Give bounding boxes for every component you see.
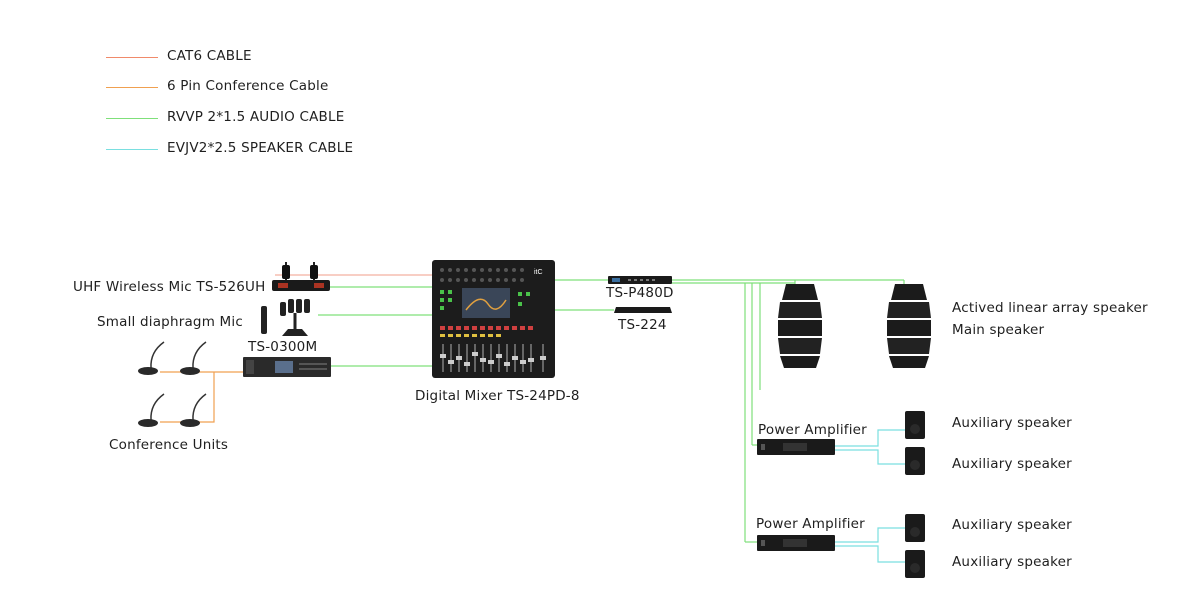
conference-label: Conference Units bbox=[109, 437, 229, 453]
conference-unit-1 bbox=[138, 341, 165, 375]
mixer-label: Digital Mixer TS-24PD-8 bbox=[415, 388, 580, 404]
speaker-cable-aux1 bbox=[835, 429, 905, 447]
legend-swatch-audio-cable bbox=[106, 118, 158, 119]
small-diaphragm-mic bbox=[261, 299, 310, 336]
aux-label-2: Auxiliary speaker bbox=[952, 456, 1072, 472]
uhf-wireless-receiver bbox=[272, 262, 330, 291]
ts-p480d-unit bbox=[608, 276, 672, 284]
conference-unit-4 bbox=[180, 393, 207, 427]
legend-swatch-speaker-cable bbox=[106, 149, 158, 150]
p480d-label: TS-P480D bbox=[606, 285, 674, 301]
mixer-logo: itC bbox=[534, 269, 543, 276]
conference-unit-2 bbox=[180, 341, 207, 375]
digital-mixer: itC bbox=[432, 260, 555, 378]
main-speaker-label-2: Main speaker bbox=[952, 322, 1045, 338]
legend-label-speaker-cable: EVJV2*2.5 SPEAKER CABLE bbox=[167, 140, 354, 156]
aux-label-1: Auxiliary speaker bbox=[952, 415, 1072, 431]
conference-unit-3 bbox=[138, 393, 165, 427]
legend-label-conference-cable: 6 Pin Conference Cable bbox=[167, 78, 329, 94]
amp1-label: Power Amplifier bbox=[758, 422, 867, 438]
line-array-speaker-2 bbox=[887, 284, 931, 368]
power-amplifier-1 bbox=[757, 439, 835, 455]
ts224-label: TS-224 bbox=[618, 317, 667, 333]
aux-label-4: Auxiliary speaker bbox=[952, 554, 1072, 570]
ts-224-unit bbox=[614, 307, 672, 313]
aux-speaker-2 bbox=[905, 447, 925, 475]
line-array-speaker-1 bbox=[778, 284, 822, 368]
power-amplifier-2 bbox=[757, 535, 835, 551]
amp2-label: Power Amplifier bbox=[756, 516, 865, 532]
conference-cable-2 bbox=[196, 372, 215, 423]
aux-speaker-4 bbox=[905, 550, 925, 578]
aux-speaker-1 bbox=[905, 411, 925, 439]
speaker-cable-aux2 bbox=[835, 449, 905, 465]
legend-swatch-cat6 bbox=[106, 57, 158, 58]
ts0300m-label: TS-0300M bbox=[248, 339, 318, 355]
speaker-cable-aux4 bbox=[835, 545, 905, 563]
aux-speaker-3 bbox=[905, 514, 925, 542]
legend-swatch-conference-cable bbox=[106, 87, 158, 88]
legend-label-cat6: CAT6 CABLE bbox=[167, 48, 252, 64]
ts0300m-unit bbox=[243, 357, 331, 377]
speaker-cable-aux3 bbox=[835, 527, 905, 543]
small-mic-label: Small diaphragm Mic bbox=[97, 314, 243, 330]
legend-label-audio-cable: RVVP 2*1.5 AUDIO CABLE bbox=[167, 109, 345, 125]
aux-label-3: Auxiliary speaker bbox=[952, 517, 1072, 533]
main-speaker-label-1: Actived linear array speaker bbox=[952, 300, 1148, 316]
uhf-mic-label: UHF Wireless Mic TS-526UH bbox=[73, 279, 266, 295]
